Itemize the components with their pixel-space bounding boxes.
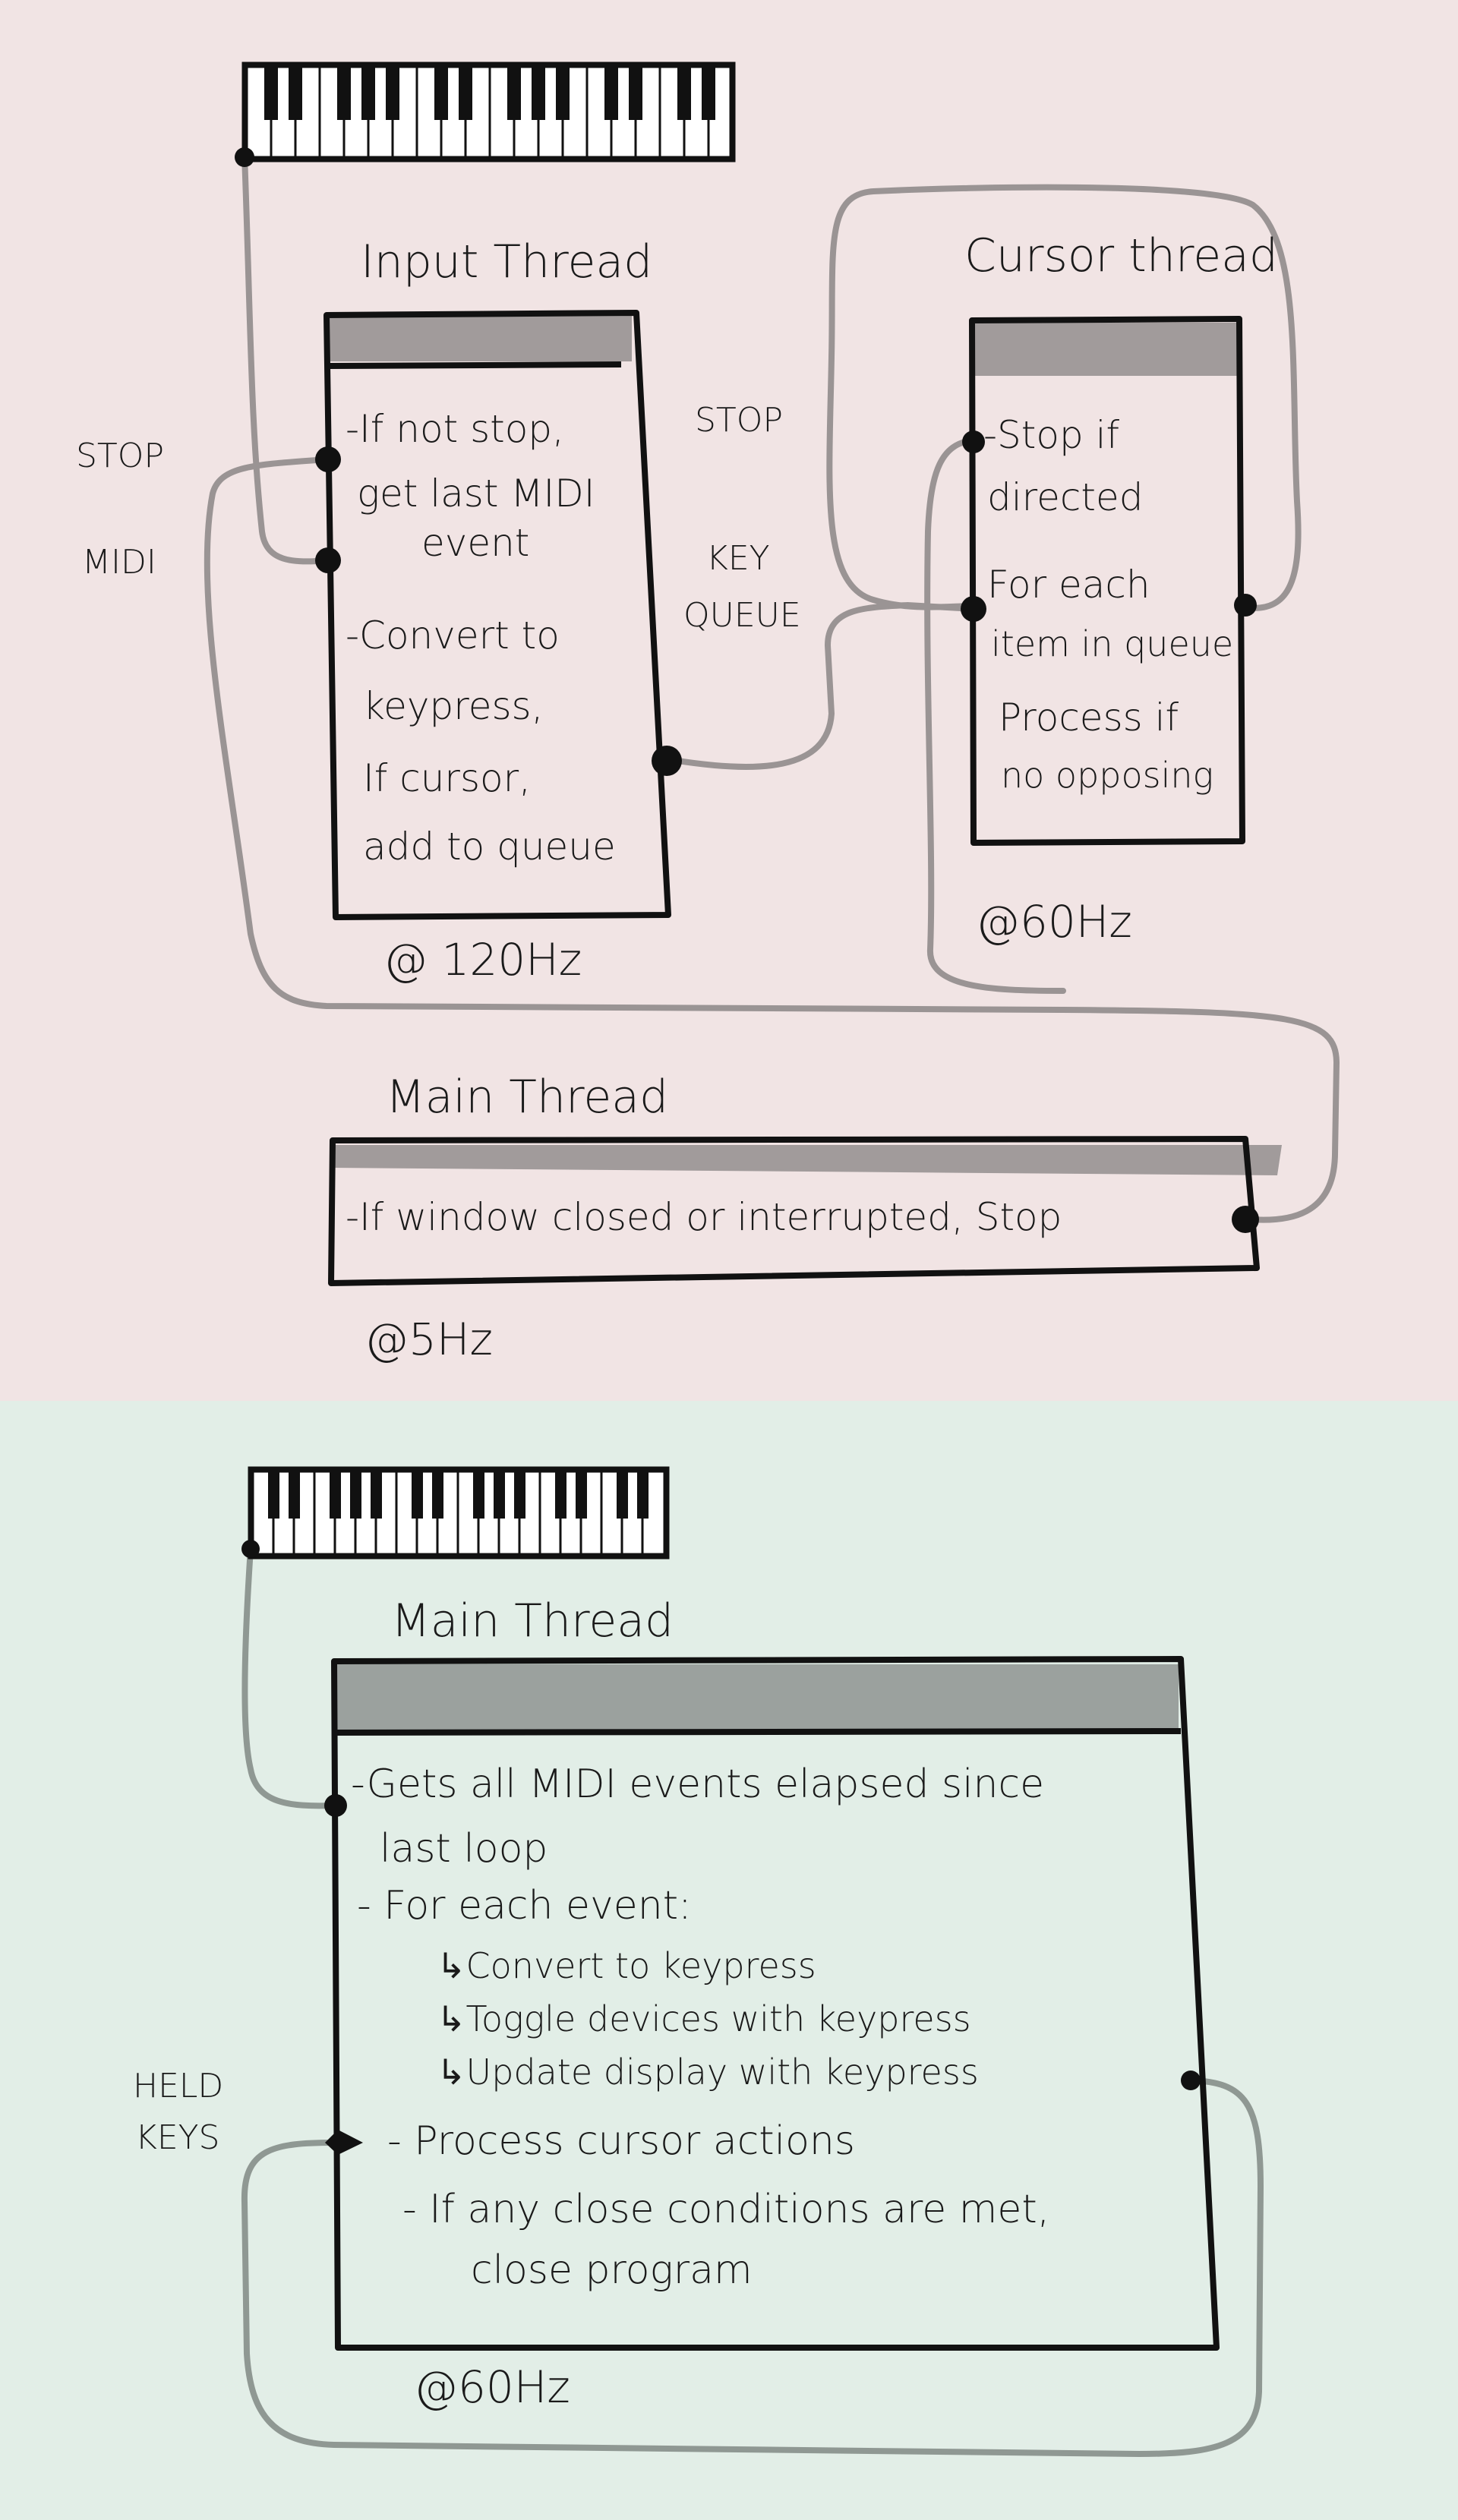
label-queue: QUEUE <box>683 596 801 635</box>
wire-keyboard-to-main <box>241 1546 337 1809</box>
label-stop-left: STOP <box>76 437 164 475</box>
node-main-held-keys <box>325 2130 363 2155</box>
main-thread-box-top <box>328 1136 1282 1286</box>
node-cursor-queue-in <box>961 596 986 622</box>
main-thread-bottom-line: - Process cursor actions <box>387 2118 855 2164</box>
main-thread-top-title-bar <box>333 1145 1282 1175</box>
input-thread-line: keypress, <box>363 684 544 728</box>
main-thread-box-bottom <box>331 1656 1220 2351</box>
wire-main-stop-to-cursor <box>924 437 1066 994</box>
main-thread-bottom-title-bar <box>334 1664 1179 1731</box>
cursor-thread-line: directed <box>987 475 1144 519</box>
wire-cursor-loop <box>826 184 1302 611</box>
wire-input-keyqueue-to-cursor <box>665 602 977 771</box>
label-held: HELD <box>133 2067 224 2105</box>
node-main-held-keys-out <box>1181 2071 1201 2090</box>
node-keyboard-bottom <box>241 1540 260 1558</box>
cursor-thread-rate: @60Hz <box>976 896 1132 948</box>
input-thread-title: Input Thread <box>361 235 653 289</box>
wires-top <box>204 153 1340 1223</box>
cursor-thread-line: -Stop if <box>983 413 1120 457</box>
input-thread-box <box>323 310 671 920</box>
cursor-thread-title: Cursor thread <box>964 229 1278 282</box>
main-thread-bottom-line: - If any close conditions are met, <box>402 2187 1050 2232</box>
cursor-thread-line: item in queue <box>991 623 1234 664</box>
midi-keyboard-top <box>241 62 736 162</box>
input-thread-line: add to queue <box>363 825 616 869</box>
input-thread-line: -Convert to <box>346 613 560 658</box>
main-thread-bottom-line: - For each event: <box>357 1883 692 1929</box>
cursor-thread-line: Process if <box>999 695 1179 740</box>
label-midi: MIDI <box>82 543 156 582</box>
nodes-bottom <box>241 1540 1201 2155</box>
main-thread-top-title: Main Thread <box>386 1071 669 1124</box>
input-thread-line: get last MIDI <box>357 472 595 516</box>
cursor-thread-line: no opposing <box>1001 755 1214 796</box>
input-thread-line: event <box>421 521 530 565</box>
node-input-stop <box>315 446 341 472</box>
cursor-thread-line: For each <box>987 563 1150 607</box>
input-thread-line: -If not stop, <box>346 407 564 451</box>
main-thread-bottom-line: -Gets all MIDI events elapsed since <box>351 1761 1045 1807</box>
wire-held-keys-loop <box>241 2077 1264 2457</box>
cursor-thread-box <box>969 316 1245 846</box>
input-thread-rate: @ 120Hz <box>383 934 582 986</box>
wire-main-stop-to-input <box>204 456 1340 1223</box>
node-input-midi <box>315 547 341 573</box>
node-main-midi-in <box>324 1794 347 1817</box>
node-cursor-queue-out <box>1234 594 1257 617</box>
main-thread-bottom-line: ↳Update display with keypress <box>437 2052 979 2093</box>
node-cursor-stop <box>962 431 985 453</box>
main-thread-bottom-line: ↳Toggle devices with keypress <box>437 1998 971 2039</box>
label-stop-mid: STOP <box>695 401 783 440</box>
main-thread-top-line: -If window closed or interrupted, Stop <box>346 1195 1062 1239</box>
nodes-top <box>235 147 1259 1233</box>
label-keys: KEYS <box>135 2118 220 2157</box>
input-thread-line: If cursor, <box>363 756 532 800</box>
midi-keyboard-bottom <box>248 1466 670 1560</box>
main-thread-bottom-line: ↳Convert to keypress <box>437 1945 816 1986</box>
label-key: KEY <box>706 539 770 578</box>
main-thread-bottom-line: last loop <box>380 1826 548 1872</box>
cursor-thread-title-bar <box>975 323 1237 376</box>
main-thread-bottom-title: Main Thread <box>391 1594 674 1648</box>
input-thread-title-bar <box>328 314 632 361</box>
main-thread-bottom-line: close program <box>471 2247 753 2293</box>
main-thread-top-rate: @5Hz <box>364 1314 493 1365</box>
node-keyboard-top <box>235 147 254 167</box>
wires-bottom <box>241 1546 1264 2457</box>
node-main-stop-top <box>1232 1206 1259 1233</box>
main-thread-bottom-rate: @60Hz <box>414 2361 570 2413</box>
node-input-keyqueue <box>652 746 682 776</box>
keyboard-black-keys <box>264 67 715 120</box>
